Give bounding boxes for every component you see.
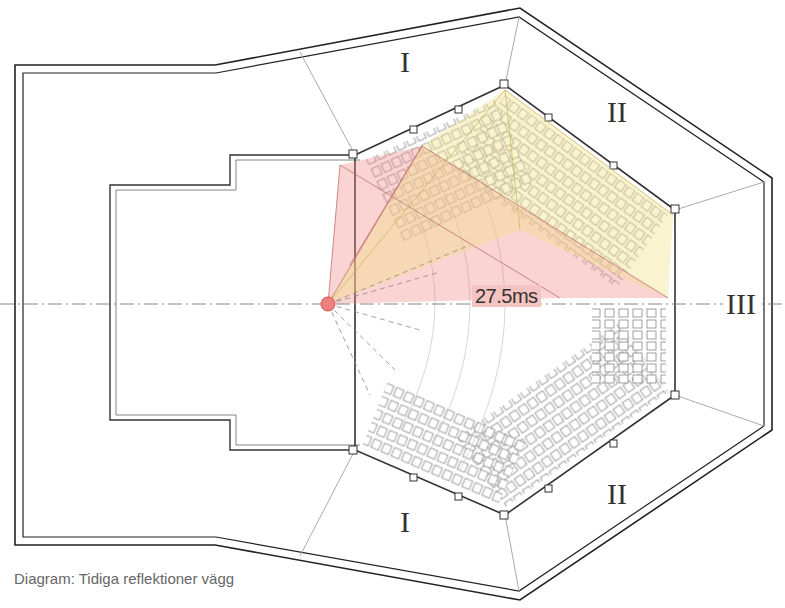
stage-outline-inner <box>116 160 360 445</box>
axis-line <box>0 304 785 305</box>
zone-label: II <box>607 97 627 127</box>
zone-label: III <box>723 288 759 320</box>
time-label: 27.5ms <box>472 285 541 307</box>
sound-source <box>321 297 335 311</box>
caption: Diagram: Tidiga reflektioner vägg <box>14 571 234 586</box>
stage-outline <box>110 155 355 450</box>
reflection-rays <box>328 146 668 304</box>
zone-label: I <box>400 47 410 77</box>
reflection-yellow <box>328 90 673 304</box>
direct-rays <box>328 245 470 395</box>
reflection-rays-yellow <box>328 90 673 304</box>
zone-label: I <box>400 507 410 537</box>
zone-label: II <box>607 479 627 509</box>
